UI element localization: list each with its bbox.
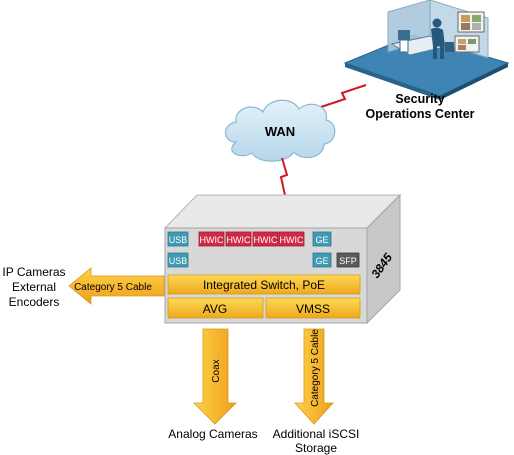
hwic-module-label: HWIC — [227, 235, 251, 245]
coax-label: Coax — [211, 359, 222, 382]
ge-module-label: GE — [315, 235, 328, 245]
iscsi-storage-label-line2: Storage — [295, 441, 337, 455]
storage-cable-label: Category 5 Cable — [310, 329, 321, 407]
hwic-module-label: HWIC — [200, 235, 224, 245]
soc-label-line1: Security — [395, 92, 444, 106]
analog-cameras-label: Analog Cameras — [168, 427, 257, 441]
usb-module-label: USB — [169, 256, 188, 266]
iscsi-storage-label-line1: Additional iSCSI — [273, 427, 360, 441]
ip-cameras-label-line3: Encoders — [9, 295, 60, 309]
soc-label-line2: Operations Center — [365, 107, 474, 121]
wan-label: WAN — [265, 124, 295, 139]
wan-router-link — [279, 157, 289, 201]
avg-label: AVG — [203, 302, 227, 316]
storage-cable-arrow — [294, 328, 334, 425]
hwic-module — [252, 231, 279, 247]
wan-soc-link — [317, 84, 367, 109]
hwic-module — [198, 231, 225, 247]
vmss-label: VMSS — [296, 302, 330, 316]
module-slots: USB HWIC HWIC HWIC HWIC GE USB GE SFP — [167, 231, 360, 268]
hwic-module — [225, 231, 252, 247]
integrated-switch-bar — [167, 274, 361, 295]
integrated-switch-label: Integrated Switch, PoE — [203, 278, 325, 292]
usb-module — [167, 252, 189, 268]
left-cable-arrow — [68, 267, 165, 305]
avg-bar — [167, 297, 264, 319]
sfp-module — [336, 252, 360, 268]
ge-module — [312, 231, 332, 247]
left-cable-label: Category 5 Cable — [74, 282, 152, 293]
ge-module-label: GE — [315, 256, 328, 266]
usb-module-label: USB — [169, 235, 188, 245]
ip-cameras-label-line2: External — [12, 280, 56, 294]
hwic-module-label: HWIC — [280, 235, 304, 245]
ip-cameras-label-line1: IP Cameras — [2, 265, 65, 279]
hwic-module-label: HWIC — [254, 235, 278, 245]
coax-arrow — [193, 328, 237, 425]
wan-cloud-icon — [224, 99, 336, 162]
sfp-module-label: SFP — [339, 256, 357, 266]
security-operations-center-icon — [343, 0, 510, 100]
vmss-bar — [265, 297, 361, 319]
usb-module — [167, 231, 189, 247]
ge-module — [312, 252, 332, 268]
hwic-module — [278, 231, 305, 247]
